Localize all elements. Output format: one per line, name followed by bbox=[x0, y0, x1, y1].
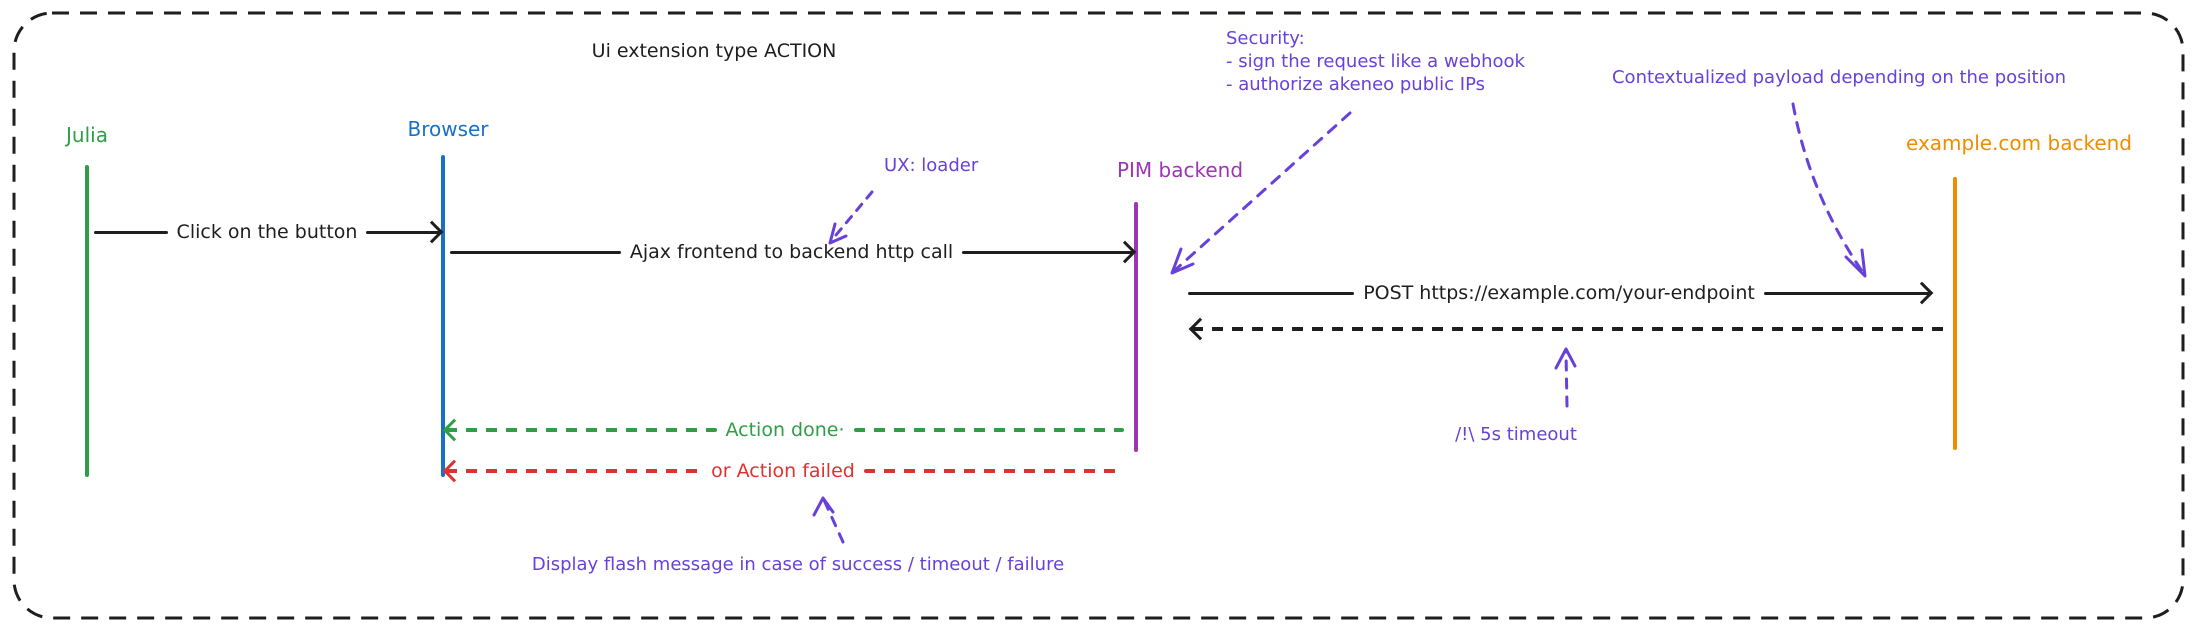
lifeline-pim-backend bbox=[1134, 202, 1138, 452]
note-security-line1: Security: bbox=[1226, 28, 1305, 49]
note-contextualized-payload: Contextualized payload depending on the … bbox=[1611, 67, 2067, 88]
arrow-line bbox=[450, 250, 621, 254]
message-label: Action done· bbox=[725, 419, 845, 441]
message-post-endpoint: POST https://example.com/your-endpoint bbox=[1188, 278, 1934, 308]
contextualized-pointer-arrow bbox=[1791, 102, 1867, 278]
diagram-title: Ui extension type ACTION bbox=[591, 40, 837, 62]
arrowhead-left-icon bbox=[442, 459, 466, 483]
message-label: POST https://example.com/your-endpoint bbox=[1363, 282, 1755, 304]
arrow-line bbox=[446, 469, 703, 473]
arrow-line bbox=[94, 230, 168, 234]
message-action-done: Action done· bbox=[442, 415, 1125, 445]
arrow-line bbox=[962, 250, 1133, 254]
arrow-line bbox=[446, 428, 717, 432]
note-security-line2: - sign the request like a webhook bbox=[1226, 51, 1525, 72]
actor-label-example-backend: example.com backend bbox=[1905, 131, 2133, 155]
message-click-on-button: Click on the button bbox=[94, 217, 444, 247]
lifeline-browser bbox=[441, 155, 445, 477]
arrow-line bbox=[1192, 327, 1948, 331]
message-ajax-call: Ajax frontend to backend http call bbox=[450, 237, 1137, 267]
note-security: Security: - sign the request like a webh… bbox=[1226, 27, 1525, 96]
arrow-line bbox=[1188, 291, 1355, 295]
arrowhead-left-icon bbox=[442, 418, 466, 442]
arrowhead-right-icon bbox=[1910, 281, 1934, 305]
message-response-dashed bbox=[1188, 314, 1948, 344]
message-label: or Action failed bbox=[711, 460, 855, 482]
message-label: Click on the button bbox=[176, 221, 358, 243]
arrow-line bbox=[863, 469, 1121, 473]
flash-message-pointer-arrow bbox=[812, 496, 845, 544]
arrow-line bbox=[853, 428, 1125, 432]
actor-label-browser: Browser bbox=[407, 117, 489, 141]
note-ux-loader: UX: loader bbox=[884, 155, 979, 176]
timeout-pointer-arrow bbox=[1554, 347, 1577, 408]
arrowhead-right-icon bbox=[420, 220, 444, 244]
arrowhead-right-icon bbox=[1113, 240, 1137, 264]
lifeline-example-backend bbox=[1953, 177, 1957, 450]
actor-label-julia: Julia bbox=[66, 123, 108, 147]
note-flash-message: Display flash message in case of success… bbox=[531, 554, 1065, 575]
lifeline-julia bbox=[85, 165, 89, 477]
message-label: Ajax frontend to backend http call bbox=[629, 241, 954, 263]
arrow-line bbox=[366, 230, 441, 234]
note-security-line3: - authorize akeneo public IPs bbox=[1226, 74, 1485, 95]
actor-label-pim-backend: PIM backend bbox=[1116, 158, 1244, 182]
message-action-failed: or Action failed bbox=[442, 456, 1121, 486]
arrowhead-left-icon bbox=[1188, 317, 1212, 341]
arrow-line bbox=[1763, 291, 1931, 295]
note-5s-timeout: /!\ 5s timeout bbox=[1455, 424, 1577, 445]
security-pointer-arrow bbox=[1170, 111, 1352, 275]
